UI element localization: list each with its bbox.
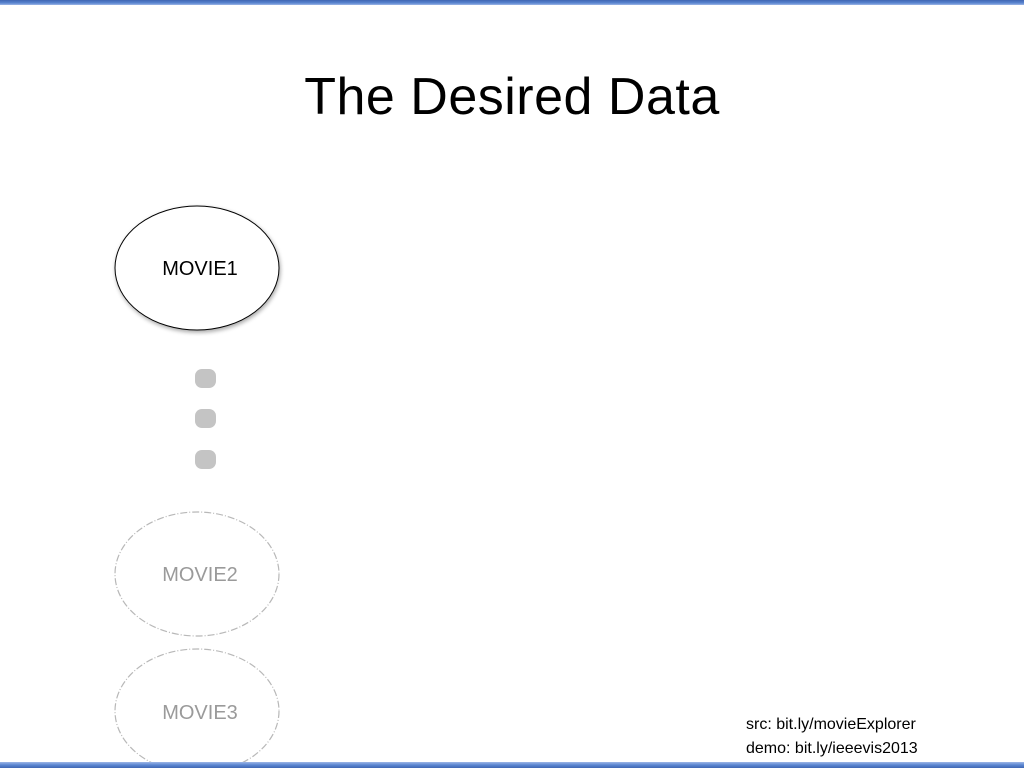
movie-node-2-ellipse <box>114 511 280 637</box>
movie-node-2: MOVIE2 <box>114 511 280 637</box>
movie-node-3-label: MOVIE3 <box>162 702 238 724</box>
movie-node-3-ellipse <box>114 648 280 768</box>
source-notes: src: bit.ly/movieExplorer demo: bit.ly/i… <box>746 713 1016 761</box>
demo-link[interactable]: demo: bit.ly/ieeevis2013 <box>746 740 918 757</box>
slide-title: The Desired Data <box>304 68 720 126</box>
movie-node-1: MOVIE1 <box>114 205 280 331</box>
ellipsis-dots <box>195 369 216 469</box>
movie-node-3: MOVIE3 <box>114 648 280 768</box>
movie-node-1-ellipse <box>114 205 280 331</box>
ellipsis-dot <box>195 409 216 428</box>
ellipsis-dot <box>195 450 216 469</box>
top-accent-rule <box>0 0 1024 5</box>
source-link[interactable]: src: bit.ly/movieExplorer <box>746 716 916 733</box>
movie-node-2-label: MOVIE2 <box>162 564 238 586</box>
movie-node-1-label: MOVIE1 <box>162 258 238 280</box>
bottom-accent-rule <box>0 762 1024 768</box>
ellipsis-dot <box>195 369 216 388</box>
